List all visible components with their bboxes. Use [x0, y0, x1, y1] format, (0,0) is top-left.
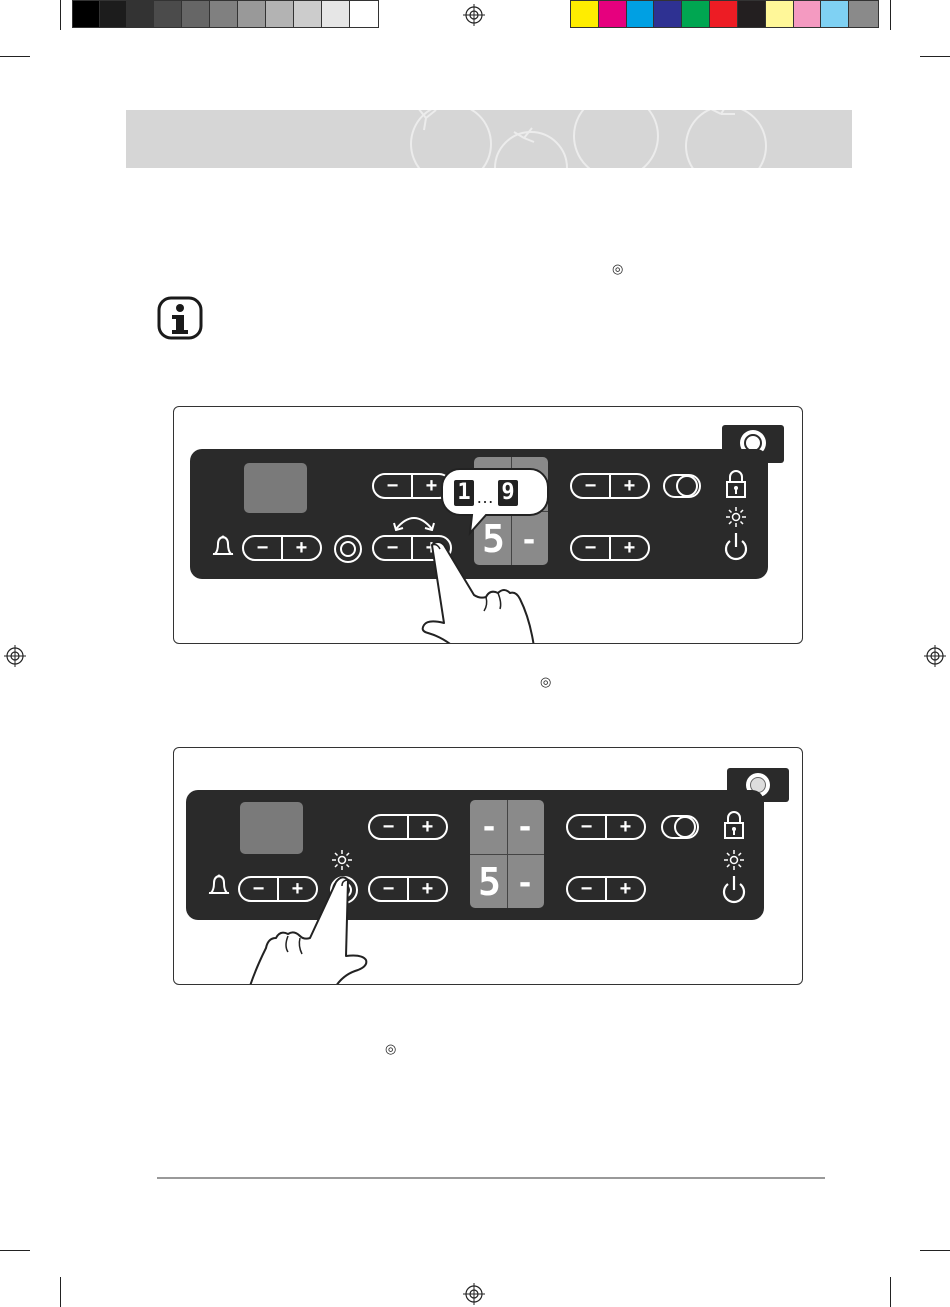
tomato-decoration	[410, 110, 767, 168]
timer-plus-button[interactable]: +	[295, 537, 308, 559]
zone-digit-bottom-right: -	[516, 866, 535, 901]
zone-minus-button[interactable]: −	[568, 816, 607, 838]
crop-mark	[60, 1277, 61, 1307]
crop-mark	[0, 56, 30, 57]
zone-plus-button[interactable]: +	[623, 475, 636, 497]
timer-display	[240, 802, 303, 854]
bell-icon	[212, 535, 234, 555]
power-icon[interactable]	[722, 531, 750, 563]
zone-digit-bottom-left: 5	[478, 860, 501, 904]
timer-minus-button[interactable]: −	[244, 537, 283, 559]
control-panel-illustration-1: − + − + − + - - 5 - − + − +	[173, 406, 803, 644]
process-color-bar	[570, 0, 879, 28]
zone-minus-button[interactable]: −	[370, 878, 409, 900]
timer-minus-plus-control[interactable]: − +	[238, 876, 318, 902]
registration-mark-icon	[924, 645, 946, 667]
zone-bottom-left-control[interactable]: − +	[368, 876, 448, 902]
zone-plus-button[interactable]: +	[421, 878, 434, 900]
dual-zone-icon[interactable]	[662, 473, 702, 499]
crop-mark	[920, 1250, 950, 1251]
lock-icon[interactable]	[722, 810, 746, 840]
registration-mark-icon	[463, 1283, 485, 1305]
control-panel-illustration-2: − + − + − + - - 5 - − +	[173, 747, 803, 985]
light-icon	[726, 507, 746, 527]
timer-plus-button[interactable]: +	[291, 878, 304, 900]
callout-level-from: 1	[454, 480, 474, 506]
finger-pointer-icon	[249, 876, 368, 984]
timer-minus-plus-control[interactable]: − +	[242, 535, 322, 561]
light-icon	[724, 850, 744, 870]
light-icon	[332, 850, 352, 870]
crop-mark	[0, 1250, 30, 1251]
control-console: − + − + − + - - 5 - − +	[186, 790, 764, 920]
timer-button-icon[interactable]	[334, 535, 362, 563]
callout-level-to: 9	[498, 480, 518, 506]
registration-mark-icon	[463, 4, 485, 26]
zone-plus-button[interactable]: +	[619, 816, 632, 838]
zone-plus-button[interactable]: +	[425, 475, 438, 497]
zone-minus-button[interactable]: −	[568, 878, 607, 900]
zone-top-right-control[interactable]: − +	[566, 814, 646, 840]
greyscale-color-bar	[72, 0, 379, 28]
inline-timer-symbol: ◎	[385, 1041, 397, 1056]
zone-top-right-control[interactable]: − +	[570, 473, 650, 499]
zone-minus-button[interactable]: −	[374, 537, 413, 559]
zone-minus-button[interactable]: −	[374, 475, 413, 497]
zone-bottom-right-control[interactable]: − +	[566, 876, 646, 902]
lock-icon[interactable]	[724, 469, 748, 499]
zone-digit-top-right: -	[516, 810, 535, 845]
timer-minus-button[interactable]: −	[240, 878, 279, 900]
crop-mark	[890, 0, 891, 30]
zone-minus-button[interactable]: −	[370, 816, 409, 838]
inline-timer-symbol: ◎	[540, 674, 552, 689]
crop-mark	[60, 0, 61, 30]
bell-icon	[208, 874, 230, 894]
rotate-arrow-icon	[393, 517, 435, 531]
zone-plus-button[interactable]: +	[623, 537, 636, 559]
inline-timer-symbol: ◎	[612, 261, 624, 276]
zone-digit-bottom-right: -	[520, 523, 539, 558]
power-icon[interactable]	[720, 874, 748, 906]
dual-zone-icon[interactable]	[660, 814, 700, 840]
zone-minus-button[interactable]: −	[572, 537, 611, 559]
footer-rule	[157, 1177, 825, 1179]
timer-display	[244, 463, 307, 513]
zone-digit-bottom-left: 5	[482, 517, 505, 561]
crop-mark	[890, 1277, 891, 1307]
callout-ellipsis: …	[476, 487, 494, 507]
zone-top-left-control[interactable]: − +	[368, 814, 448, 840]
zone-bottom-right-control[interactable]: − +	[570, 535, 650, 561]
zone-digit-top-left: -	[480, 810, 499, 845]
crop-mark	[920, 56, 950, 57]
registration-mark-icon	[4, 645, 26, 667]
zone-display: - - 5 -	[470, 800, 544, 908]
zone-plus-button[interactable]: +	[619, 878, 632, 900]
zone-minus-button[interactable]: −	[572, 475, 611, 497]
finger-pointer-icon	[421, 541, 535, 643]
zone-plus-button[interactable]: +	[421, 816, 434, 838]
info-icon	[157, 296, 203, 340]
section-header-band	[126, 110, 852, 168]
